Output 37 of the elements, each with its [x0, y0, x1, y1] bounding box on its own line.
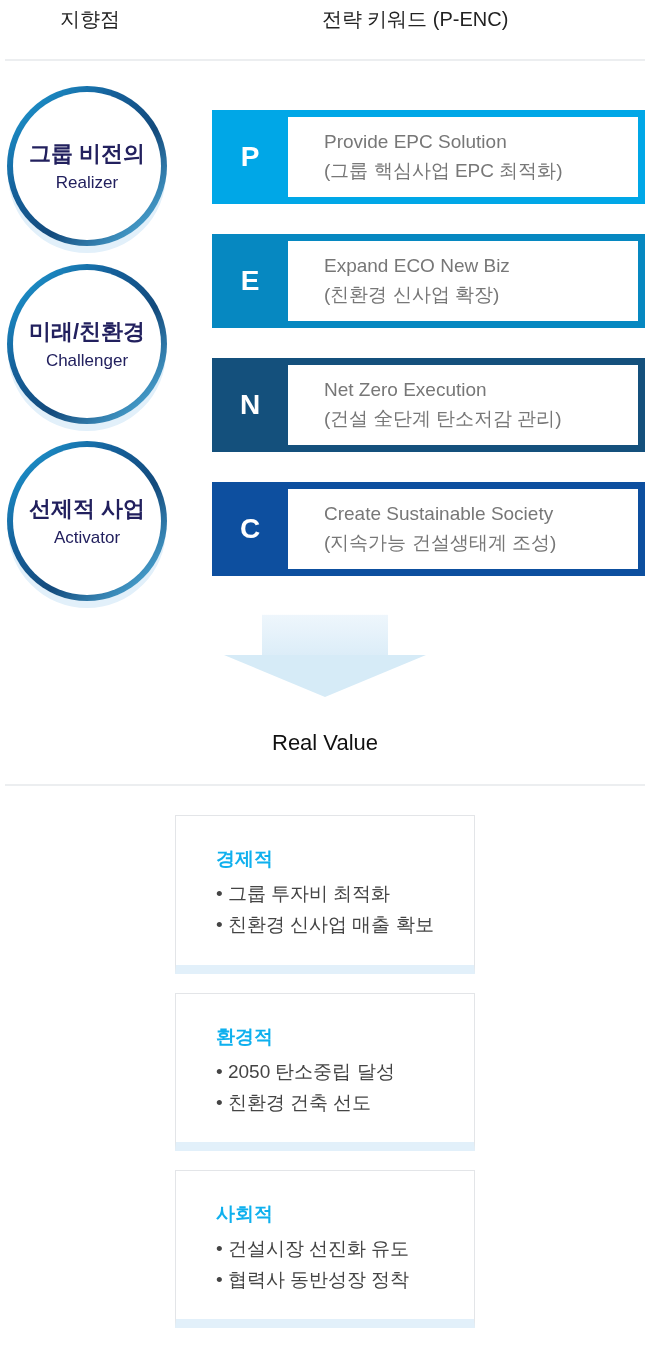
value-card: [175, 1170, 475, 1328]
value-title: 환경적: [216, 1025, 274, 1049]
value-title: 경제적: [216, 847, 274, 871]
keyword-translation: (친환경 신사업 확장): [324, 283, 501, 307]
keyword-phrase: Net Zero Execution: [324, 378, 488, 402]
keyword-translation: (그룹 핵심사업 EPC 최적화): [324, 159, 564, 183]
keyword-card: [212, 110, 645, 204]
value-item: • 친환경 건축 선도: [216, 1091, 373, 1115]
keyword-card: [212, 358, 645, 452]
result-heading: Real Value: [225, 697, 425, 762]
keyword-card: [212, 482, 645, 576]
keyword-letter: E: [239, 264, 261, 298]
goal-subtitle: Realizer: [55, 173, 119, 193]
value-card: [175, 815, 475, 974]
value-item: • 친환경 신사업 매출 확보: [216, 913, 435, 937]
value-card: [175, 993, 475, 1151]
column-header: 지향점: [59, 7, 121, 32]
value-title: 사회적: [216, 1202, 274, 1226]
keyword-card: [212, 234, 645, 328]
keyword-letter: C: [238, 512, 262, 546]
keyword-translation: (건설 全단계 탄소저감 관리): [324, 407, 563, 431]
goal-subtitle: Challenger: [45, 351, 129, 371]
goal-title: 그룹 비전의: [28, 140, 146, 168]
column-header: 전략 키워드 (P-ENC): [320, 7, 510, 32]
value-item: • 건설시장 선진화 유도: [216, 1237, 411, 1261]
keyword-phrase: Create Sustainable Society: [324, 502, 555, 526]
keyword-letter: N: [238, 388, 262, 422]
keyword-phrase: Expand ECO New Biz: [324, 254, 511, 278]
value-item: • 2050 탄소중립 달성: [216, 1060, 396, 1084]
keyword-translation: (지속가능 건설생태계 조성): [324, 531, 558, 555]
goal-title: 선제적 사업: [28, 495, 146, 523]
value-item: • 그룹 투자비 최적화: [216, 882, 392, 906]
keyword-phrase: Provide EPC Solution: [324, 130, 508, 154]
goal-subtitle: Activator: [53, 528, 121, 548]
goal-title: 미래/친환경: [28, 318, 146, 346]
keyword-letter: P: [239, 140, 261, 174]
value-item: • 협력사 동반성장 정착: [216, 1268, 411, 1292]
